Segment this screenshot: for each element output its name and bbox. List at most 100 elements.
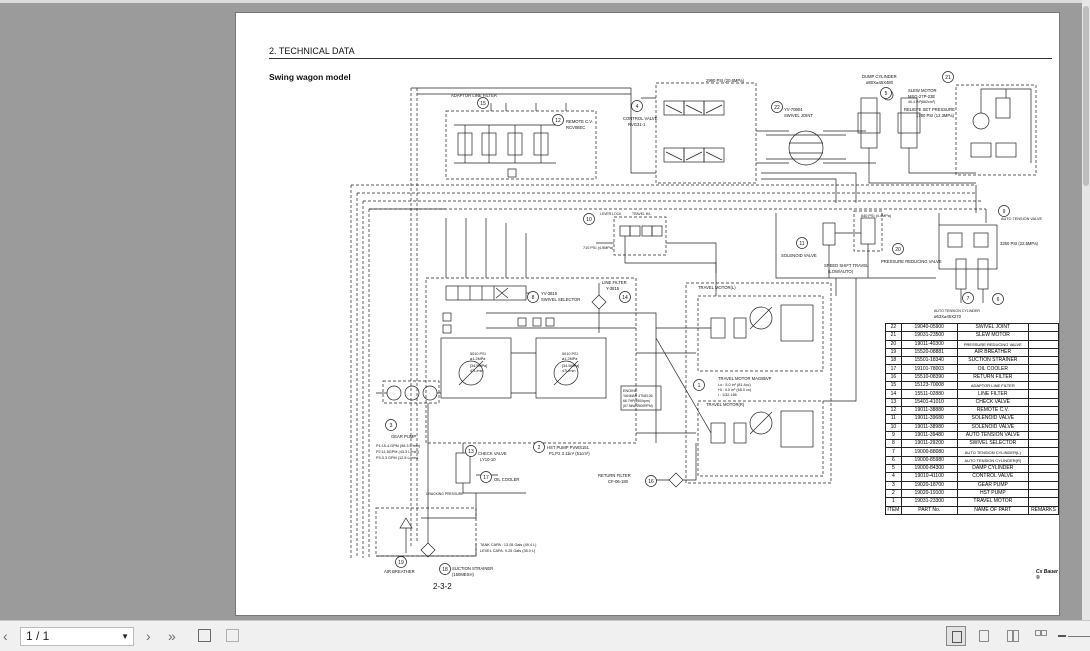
cell-remarks (1027, 405, 1060, 416)
label-check-valve: CHECK VALVE (478, 451, 507, 456)
header-name: NAME OF PART (956, 505, 1029, 515)
label-flow-b2: 47L/min (562, 369, 576, 373)
label-travel-motor-r: TRAVEL MOTOR(R) (706, 402, 745, 407)
label-return-filter-code: CF-06-180 (608, 479, 629, 484)
label-mpa-b: ø1.2MPa (562, 357, 578, 361)
label-psi-3260: 3260 PSI (22.5MPa) (1000, 241, 1039, 246)
cell-part: 19000-85980 (900, 455, 958, 466)
header-part-no: PART No. (900, 505, 958, 515)
continuous-icon[interactable] (974, 626, 994, 646)
cell-name: AUTO TENSION VALVE (956, 430, 1029, 441)
chevron-left-icon[interactable]: ‹ (3, 628, 8, 644)
cell-name: DAMP CYLINDER (956, 464, 1029, 474)
cell-item: 5 (885, 464, 902, 474)
cell-item: 10 (885, 422, 902, 432)
label-engine: ENGINE (623, 389, 638, 393)
scroll-thumb[interactable] (1083, 6, 1089, 186)
two-page-icon[interactable] (1002, 626, 1022, 646)
grid-icon[interactable] (1030, 626, 1050, 646)
label-swivel-selector: SWIVEL SELECTOR (541, 297, 580, 302)
cell-name: LINE FILTER (956, 389, 1029, 399)
callout-9: 9 (1003, 209, 1006, 215)
label-gear-pump: GEAR PUMP (391, 434, 416, 439)
label-auto-tension-size: ø63X⌀45X270 (934, 314, 962, 319)
callout-1: 1 (698, 383, 701, 389)
callout-14: 14 (622, 295, 628, 301)
label-engine-spec2: 66.7HP(2500rpm) (623, 399, 650, 403)
cell-name: AUTO TENSION CYLINDER(L) (956, 447, 1029, 457)
chevron-right-icon[interactable]: › (146, 628, 151, 644)
label-relief-set-pressure: RELIEFE SET PRESSURE (904, 107, 955, 112)
callout-20: 20 (895, 247, 901, 253)
label-pressure-reducing-valve: PRESSURE REDUCING VALVE (881, 259, 942, 264)
label-level-capa: LEVEL CAPA. 9.25 Gals (35.0 L) (480, 549, 536, 553)
cell-part: 19031-23300 (900, 497, 958, 507)
single-page-icon[interactable] (946, 626, 966, 646)
cell-name: TRAVEL MOTOR (956, 497, 1029, 507)
double-chevron-right-icon[interactable]: » (168, 628, 176, 644)
cell-name: SWIVEL SELECTOR (956, 439, 1029, 449)
label-remote-cv-code: RCV08EC (566, 125, 585, 130)
cell-item: 4 (885, 472, 902, 482)
label-gear-pump-p2: P2:11.5GPM (43.3 L/min) (376, 450, 420, 454)
callout-12: 12 (555, 118, 561, 124)
cell-part: 19101-78003 (900, 364, 958, 374)
label-psi-710: 710 PSI (4.9MPa) (583, 246, 614, 250)
cell-item: 1 (885, 497, 902, 507)
cell-item: 17 (885, 364, 902, 374)
cell-name: REMOTE C.V. (956, 405, 1029, 416)
header-remarks: REMARKS (1027, 505, 1060, 515)
cell-item: 16 (885, 372, 902, 383)
label-cracking-pressure: CRACKING PRESSURE (426, 492, 464, 496)
cell-remarks (1027, 389, 1060, 399)
cell-item: 14 (885, 389, 902, 399)
vertical-scrollbar[interactable] (1082, 0, 1090, 620)
label-flow-a2: 47L/min (470, 369, 484, 373)
label-travel-motor-spec1: Lo : 5.0 in³ (81.4cc) (718, 383, 751, 387)
label-control-valve: CONTROL VALVE (623, 116, 658, 121)
callout-22: 22 (774, 105, 780, 111)
label-swivel-joint-code: YV-70904 (784, 107, 803, 112)
fit-icon[interactable] (226, 629, 239, 642)
cell-item: 22 (885, 322, 902, 333)
rotate-icon[interactable] (198, 629, 211, 642)
cell-part: 19020-19100 (900, 488, 958, 499)
zoom-out-icon[interactable] (1058, 635, 1066, 637)
page-subtitle: Swing wagon model (269, 72, 351, 82)
page-selector[interactable]: 1 / 1 ▼ (20, 627, 134, 646)
cell-remarks (1027, 339, 1060, 349)
cell-item: 18 (885, 356, 902, 366)
page-number: 2-3-2 (433, 582, 452, 591)
label-psi-2990: 2990 PSI (20.6MPa) (706, 78, 745, 83)
header-item: ITEM (885, 505, 902, 515)
label-auto-tension-valve: AUTO TENSION VALVE (1001, 217, 1043, 221)
zoom-slider[interactable] (1068, 636, 1090, 637)
label-gear-pump-p3: P3:3.3 GPM (12.5 L/min) (376, 456, 419, 460)
callout-4: 4 (636, 104, 639, 110)
cell-remarks (1027, 347, 1060, 358)
label-oil-cooler: OIL COOLER (494, 477, 519, 482)
label-return-filter: RETURN FILTER (598, 473, 631, 478)
label-engine-spec3: (67.5kW/2500RPM) (623, 404, 653, 408)
label-speed-shift-travel: SPEED SHIFT TRAVEL (824, 263, 869, 268)
cell-part: 19011-39480 (900, 430, 958, 441)
chevron-down-icon: ▼ (121, 632, 129, 641)
cell-part: 15510-08390 (900, 372, 958, 383)
cell-remarks (1027, 497, 1060, 507)
callout-19: 19 (398, 560, 404, 566)
cell-item: 2 (885, 488, 902, 499)
cell-remarks (1027, 397, 1060, 407)
label-hst-pump-spec: P1,P2 3.11in³ (51cm³) (549, 451, 590, 456)
cell-item: 12 (885, 405, 902, 416)
cell-remarks (1027, 331, 1060, 341)
cell-item: 6 (885, 455, 902, 466)
cell-part: 19011-29200 (900, 439, 958, 449)
label-dump-cylinder: DUMP CYLINDER (862, 74, 897, 79)
